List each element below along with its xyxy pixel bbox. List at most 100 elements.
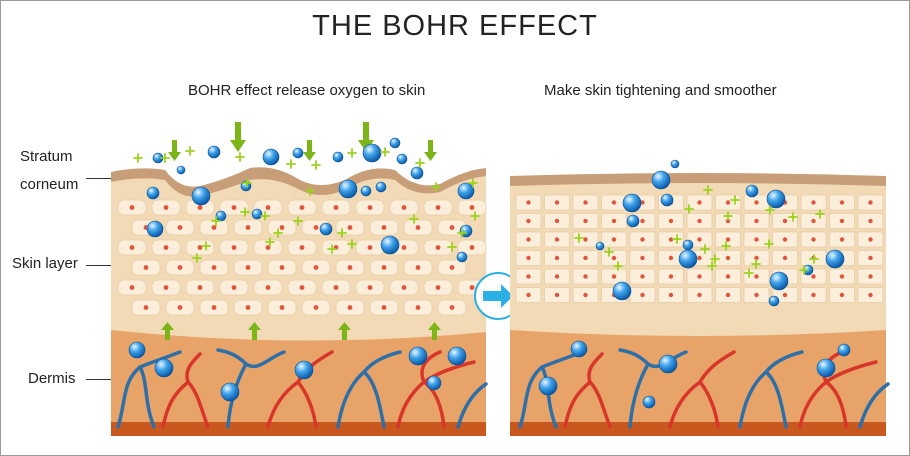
cell-nucleus xyxy=(449,225,455,230)
cell-nucleus xyxy=(697,218,702,224)
blood-vessel xyxy=(266,350,334,429)
sparkle-plus-marks xyxy=(133,146,825,278)
cell-nucleus xyxy=(333,285,339,290)
cell-nucleus xyxy=(526,255,531,261)
cell-nucleus xyxy=(839,274,845,279)
plus-sparkle xyxy=(431,182,441,192)
blood-vessel xyxy=(563,352,612,429)
cell-nucleus xyxy=(839,218,845,224)
left-cell-grid xyxy=(117,199,487,316)
oxygen-bubble xyxy=(766,189,786,209)
plus-sparkle xyxy=(265,237,275,247)
right-panel-caption: Make skin tightening and smoother xyxy=(544,82,777,99)
cell-nucleus xyxy=(868,237,873,242)
cell-nucleus xyxy=(401,285,407,290)
oxygen-bubble xyxy=(769,271,789,291)
cell-nucleus xyxy=(279,265,285,270)
plus-sparkle xyxy=(160,153,170,163)
cell-nucleus xyxy=(129,245,135,250)
right-skin-panel xyxy=(510,173,890,436)
cell-nucleus xyxy=(129,205,135,210)
oxygen-bubble xyxy=(456,251,468,263)
cell-nucleus xyxy=(868,200,873,205)
cell-nucleus xyxy=(265,205,271,210)
oxygen-bubble xyxy=(538,376,558,396)
label-skin-layer: Skin layer xyxy=(12,255,78,272)
cell-nucleus xyxy=(583,292,588,298)
cell-nucleus xyxy=(381,225,387,230)
cell-nucleus xyxy=(231,205,237,210)
plus-sparkle xyxy=(788,212,798,222)
cell-nucleus xyxy=(782,237,788,242)
cell-nucleus xyxy=(811,200,816,205)
plus-sparkle xyxy=(240,207,250,217)
cell-nucleus xyxy=(526,237,531,242)
cell-nucleus xyxy=(611,200,617,205)
cell-nucleus xyxy=(299,285,305,290)
oxygen-bubble xyxy=(408,346,428,366)
left-dermis-base xyxy=(111,422,486,436)
cell-nucleus xyxy=(469,205,475,210)
plus-sparkle xyxy=(260,211,270,221)
cell-nucleus xyxy=(367,285,373,290)
cell-nucleus xyxy=(754,218,759,224)
cell-nucleus xyxy=(177,305,183,310)
plus-sparkle xyxy=(684,204,694,214)
plus-sparkle xyxy=(574,233,584,243)
right-stratum xyxy=(510,173,886,186)
oxygen-bubble xyxy=(362,143,382,163)
cell-nucleus xyxy=(611,274,617,279)
oxygen-bubble xyxy=(128,341,146,359)
oxygen-bubble xyxy=(338,179,358,199)
cell-nucleus xyxy=(583,274,588,279)
cell-nucleus xyxy=(211,305,217,310)
oxygen-bubble xyxy=(410,166,424,180)
cell-nucleus xyxy=(640,200,645,205)
plus-sparkle xyxy=(273,228,283,238)
cell-nucleus xyxy=(554,255,560,261)
cell-nucleus xyxy=(611,255,617,261)
cell-nucleus xyxy=(163,245,169,250)
plus-sparkle xyxy=(185,146,195,156)
oxygen-bubble xyxy=(375,181,387,193)
plus-sparkle xyxy=(799,265,809,275)
cell-nucleus xyxy=(782,255,788,261)
right-dermis-base xyxy=(510,422,886,436)
oxygen-bubble xyxy=(176,165,186,175)
cell-nucleus xyxy=(668,292,674,298)
cell-nucleus xyxy=(839,292,845,298)
plus-sparkle xyxy=(744,268,754,278)
oxygen-bubble xyxy=(426,375,442,391)
cell-nucleus xyxy=(668,218,674,224)
cell-nucleus xyxy=(245,225,251,230)
plus-sparkle xyxy=(311,160,321,170)
plus-sparkle xyxy=(613,261,623,271)
plus-sparkle xyxy=(723,211,733,221)
cell-nucleus xyxy=(245,265,251,270)
plus-sparkle xyxy=(815,209,825,219)
cell-nucleus xyxy=(554,218,560,224)
left-panel-caption: BOHR effect release oxygen to skin xyxy=(188,82,426,99)
blood-vessel xyxy=(161,352,210,429)
oxygen-bubble xyxy=(595,241,605,251)
oxygen-bubble xyxy=(670,159,680,169)
label-stratum-line2: corneum xyxy=(20,176,79,193)
cell-nucleus xyxy=(231,285,237,290)
cell-nucleus xyxy=(469,245,475,250)
cell-nucleus xyxy=(197,205,203,210)
oxygen-bubble xyxy=(626,214,640,228)
blood-vessel xyxy=(336,350,402,429)
oxygen-bubble xyxy=(380,235,400,255)
blood-vessel xyxy=(396,350,476,429)
oxygen-bubble xyxy=(360,185,372,197)
cell-nucleus xyxy=(435,245,441,250)
plus-sparkle xyxy=(703,185,713,195)
cell-nucleus xyxy=(754,255,759,261)
cell-nucleus xyxy=(640,218,645,224)
plus-sparkle xyxy=(764,239,774,249)
oxygen-bubble xyxy=(389,137,401,149)
cell-nucleus xyxy=(554,274,560,279)
oxygen-bubble xyxy=(292,147,304,159)
cell-nucleus xyxy=(526,200,531,205)
